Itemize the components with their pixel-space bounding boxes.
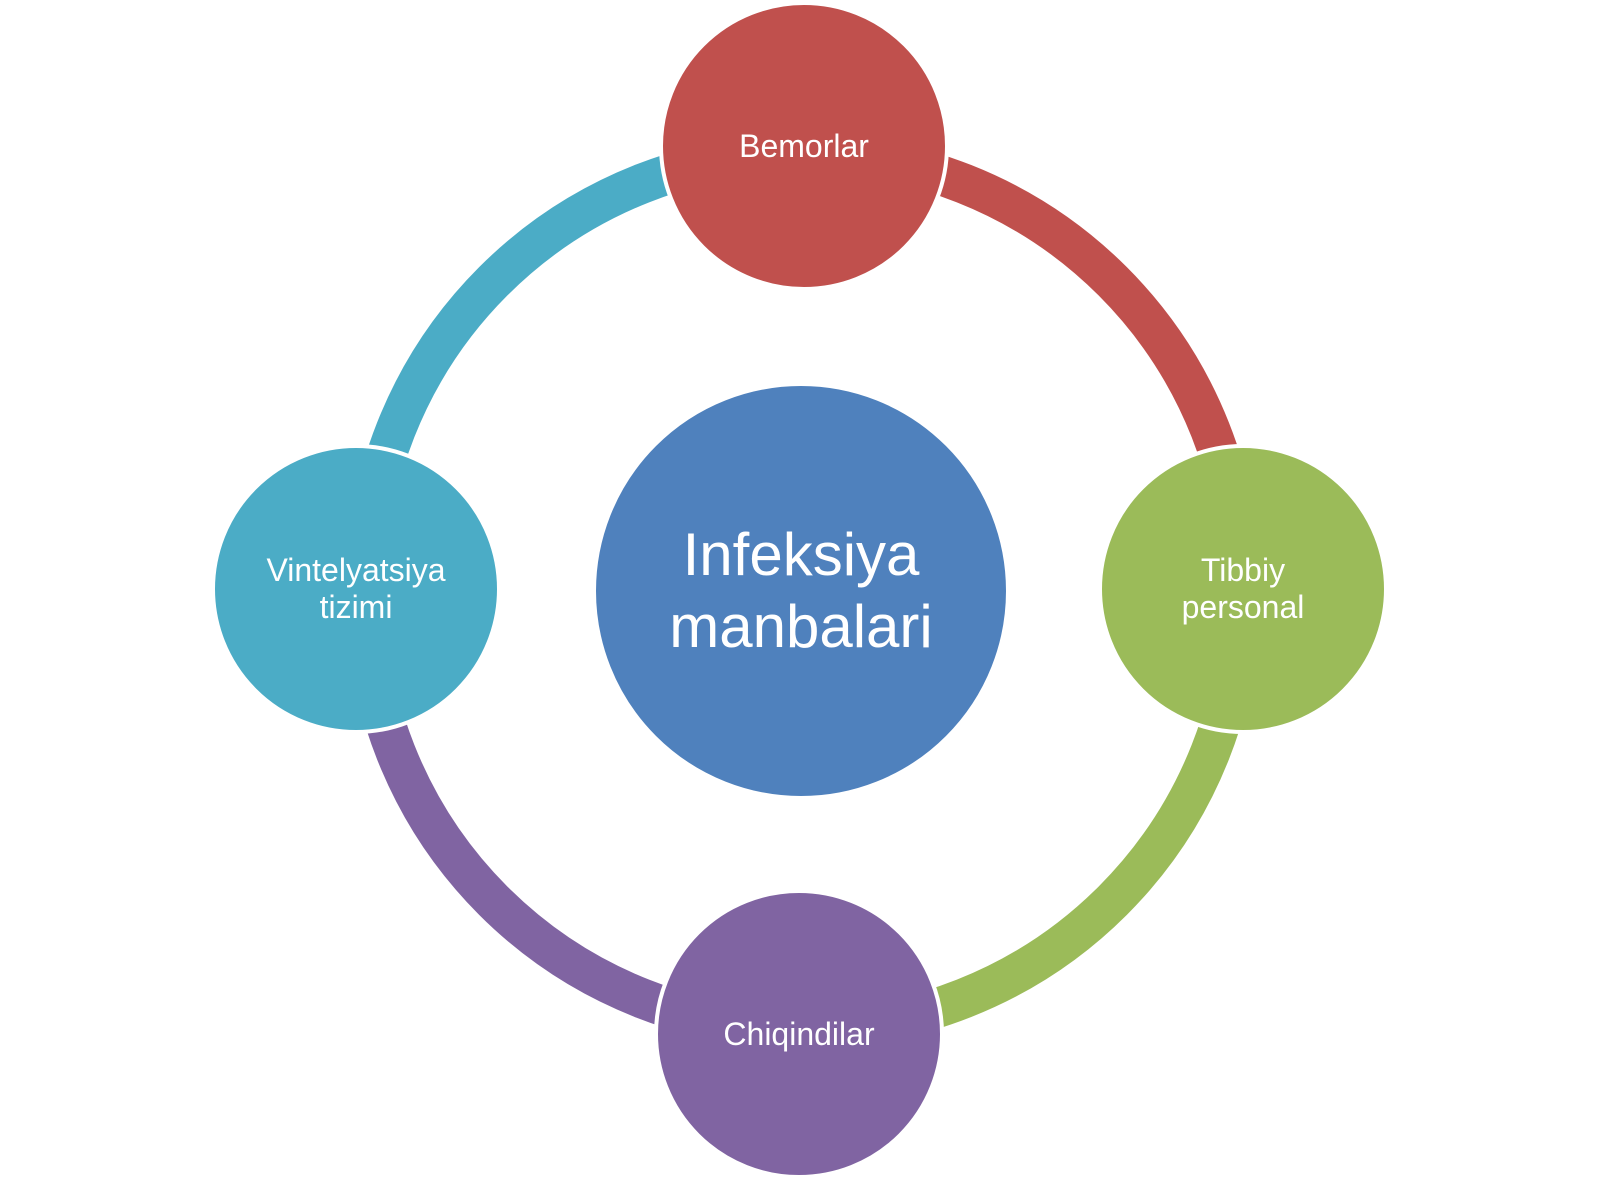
center-node-label: Infeksiya manbalari: [669, 521, 933, 660]
node-bemorlar: Bemorlar: [659, 1, 949, 291]
node-tibbiy-personal: Tibbiy personal: [1098, 444, 1388, 734]
node-label-vintelyatsiya-tizimi: Vintelyatsiya tizimi: [266, 552, 446, 625]
node-label-chiqindilar: Chiqindilar: [723, 1015, 875, 1052]
node-vintelyatsiya-tizimi: Vintelyatsiya tizimi: [211, 444, 501, 734]
node-label-tibbiy-personal: Tibbiy personal: [1181, 552, 1305, 625]
node-label-bemorlar: Bemorlar: [739, 127, 869, 164]
node-chiqindilar: Chiqindilar: [654, 889, 944, 1179]
center-node-infeksiya-manbalari: Infeksiya manbalari: [592, 382, 1010, 800]
